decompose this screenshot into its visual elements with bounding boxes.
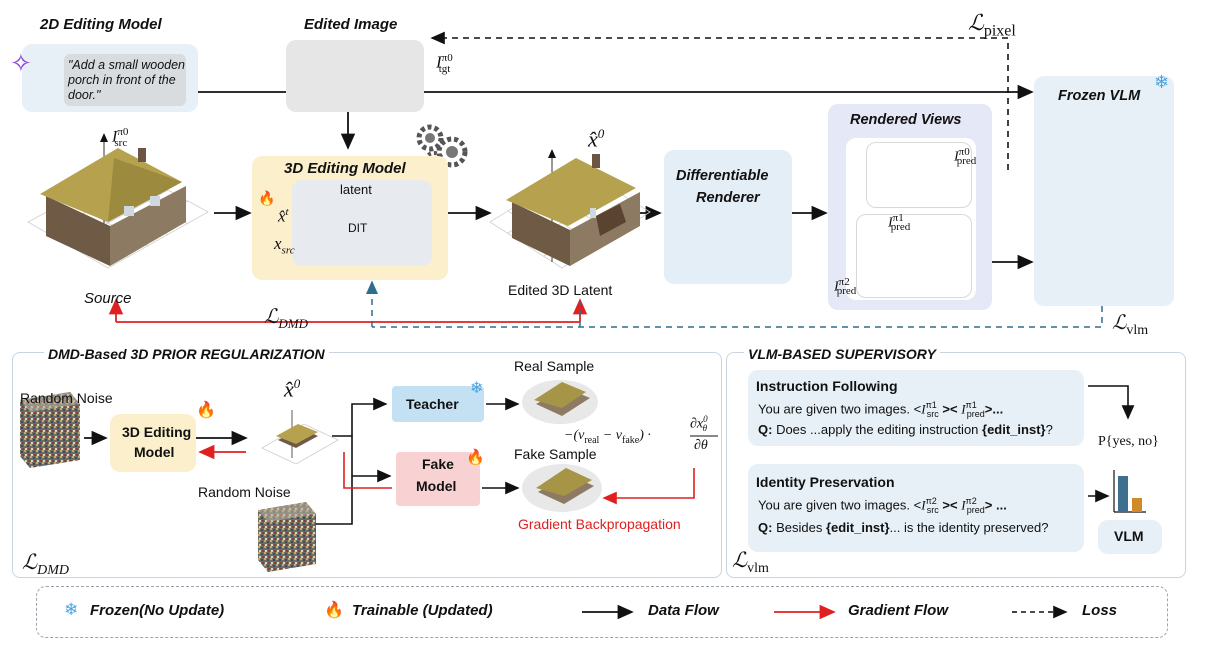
edited-image-frame [286,40,424,112]
vlm-title: Frozen VLM [1058,88,1141,104]
frac-denominator: ∂θ [694,438,708,453]
legend-box [36,586,1168,638]
dit-label: DIT [348,221,368,235]
rendered-view-1-frame [856,214,972,298]
legend-data-flow: Data Flow [648,602,719,619]
rendered-view-0-frame [866,142,972,208]
fake-model-line1: Fake [422,456,454,472]
dmd-section-loss: ℒDMD [22,550,70,579]
dmd-editing-flame-icon: 🔥 [196,402,216,419]
source-label: Source [84,290,132,307]
real-sample-cloud [522,380,598,424]
random-noise-1-label: Random Noise [20,390,113,406]
snowflake-icon: ❄ [1154,72,1170,92]
gradient-to-fake-line [343,452,392,489]
xhat-to-teacher-arrow [332,397,388,437]
editing2d-title: 2D Editing Model [40,16,162,33]
fake-model-line2: Model [416,478,457,494]
ip-title: Identity Preservation [756,474,895,490]
if-panel [748,370,1084,446]
gradient-backprop-arrow [602,468,695,505]
legend-loss: Loss [1082,602,1118,619]
vlm-loss-line [372,306,1103,328]
dmd-editing-line1: 3D Editing [122,424,192,440]
dmd-editing-box [110,414,196,472]
x-src-label: xsrc [274,234,295,257]
if-line: You are given two images. <Iπ1src >< Iπ1… [758,400,1004,419]
vlm-panel [1034,76,1174,306]
dmd-xhat-label: x̂0 [284,376,301,402]
vlm-section-loss: ℒvlm [732,548,769,577]
dmd-loss-label: ℒDMD [264,306,309,331]
vlm-section-title: VLM-BASED SUPERVISORY [744,346,940,362]
i-tgt-label: Iπ0tgt [436,52,453,76]
edit-prompt-text: "Add a small wooden porch in front of th… [68,58,186,102]
dmd-section-title: DMD-Based 3D PRIOR REGULARIZATION [44,346,329,362]
sparkle-icon: ✧ [10,48,32,78]
dmd-editing-line2: Model [134,444,175,460]
flame-icon: 🔥 [258,190,276,206]
edited-image-title: Edited Image [304,16,398,33]
frac-numerator: ∂x0θ [690,414,708,434]
teacher-label: Teacher [406,396,459,412]
noise-cube-1 [20,392,80,468]
noise2-to-fake-line [316,476,353,525]
teacher-snowflake-icon: ❄ [470,380,484,397]
renderer-title-line1: Differentiable [676,168,769,184]
bar-chart-icon [1113,470,1146,513]
prompt-bubble [64,54,186,106]
source-house-image [40,148,186,266]
pixel-loss-label: ℒpixel [968,10,1016,40]
rendered-views-title: Rendered Views [850,112,962,128]
pixel-loss-arrow [430,31,1009,170]
fake-sample-cloud [522,464,602,512]
legend-gradient-flow: Gradient Flow [848,602,949,619]
legend-flame-icon: 🔥 [324,602,344,619]
pred1-label: Iπ1pred [888,212,911,234]
random-noise-2-label: Random Noise [198,484,291,500]
fake-sample-label: Fake Sample [514,446,597,462]
latent-inner-panel [292,180,432,266]
x-hat-t-label: x̂t [278,206,289,226]
latent-label: latent [340,182,372,197]
pred2-label: Iπ2pred [834,276,857,298]
edited-house-image [506,154,640,266]
renderer-title-line2: Renderer [696,190,760,206]
vlm-small-label: VLM [1114,528,1144,544]
fake-flame-icon: 🔥 [466,449,485,466]
vlm-loss-label: ℒvlm [1112,312,1149,338]
noise-cube-2 [258,502,316,572]
p-yes-no-label: P{yes, no} [1098,434,1159,449]
legend-trainable: Trainable (Updated) [352,602,493,619]
gradient-backprop-label: Gradient Backpropagation [518,516,681,532]
ip-line: You are given two images. <Iπ2src >< Iπ2… [758,496,1007,515]
real-sample-label: Real Sample [514,358,595,374]
fake-model-box [396,452,480,506]
dmd-section [12,352,722,578]
x-hat-0-label: x̂0 [588,126,605,152]
ip-panel [748,464,1084,552]
i-src-label: Iπ0src [112,126,129,149]
dmd-formula: −(vreal − vfake) · [564,428,651,446]
dmd-xhat-house [261,410,339,465]
editing3d-title: 3D Editing Model [284,160,406,177]
edited-latent-label: Edited 3D Latent [508,282,613,298]
pred0-label: Iπ0pred [954,146,977,168]
teacher-box [392,386,484,422]
ip-question: Q: Besides {edit_inst}... is the identit… [758,520,1049,535]
if-title: Instruction Following [756,378,898,394]
legend-frozen: Frozen(No Update) [90,602,225,619]
if-to-p-arrow [1088,385,1135,420]
vlm-small-box [1098,520,1162,554]
vlm-section [726,352,1186,578]
if-question: Q: Does ...apply the editing instruction… [758,422,1053,437]
renderer-panel [664,150,792,284]
legend-snowflake-icon: ❄ [64,600,79,619]
